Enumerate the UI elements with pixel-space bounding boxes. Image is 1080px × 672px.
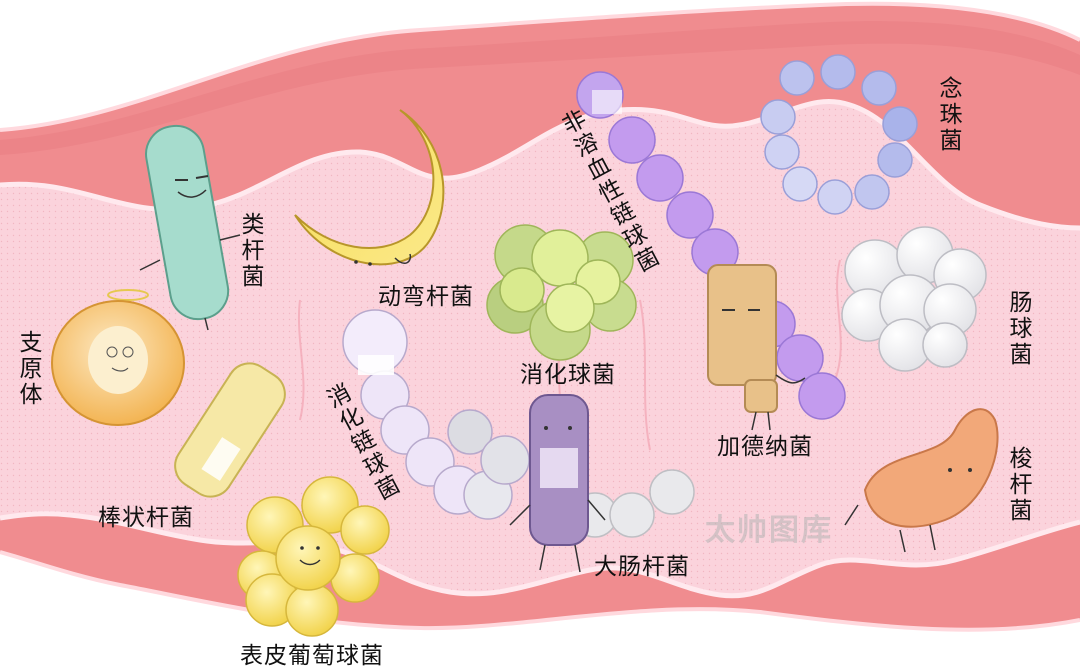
mycoplasma	[51, 289, 185, 426]
chain-face	[592, 90, 622, 114]
wall-top-edge	[0, 1, 1080, 132]
label-peptococcus: 消化球菌	[520, 362, 616, 388]
label-staph-epidermidis: 表皮葡萄球菌	[240, 643, 384, 669]
label-gardnerella: 加德纳菌	[717, 434, 813, 460]
label-candida: 念珠菌	[935, 76, 961, 154]
lavender-chain	[342, 309, 530, 520]
bacteroides	[139, 124, 241, 331]
label-fusobacterium: 梭杆菌	[1005, 446, 1031, 524]
label-ecoli: 大肠杆菌	[594, 554, 690, 580]
label-mobiluncus: 动弯杆菌	[378, 284, 474, 310]
staph-cluster	[237, 476, 390, 637]
label-corynebacterium: 棒状杆菌	[98, 505, 194, 531]
lining-bottom	[0, 511, 1080, 599]
white-cluster	[841, 226, 987, 372]
chain-face-2	[358, 355, 394, 375]
label-bacteroides: 类杆菌	[237, 212, 263, 290]
mobiluncus	[294, 109, 445, 266]
candida-ring	[760, 54, 918, 215]
wall-bottom-edge	[0, 550, 1080, 632]
corynebacterium	[174, 362, 286, 498]
gardnerella-body	[707, 264, 806, 431]
watermark: 太帅图库	[705, 513, 833, 548]
label-enterococcus: 肠球菌	[1005, 290, 1031, 368]
fusobacterium	[844, 408, 999, 553]
label-mycoplasma: 支原体	[15, 330, 41, 408]
green-cluster	[486, 224, 637, 361]
ecoli	[509, 394, 606, 573]
wall-band-top	[0, 21, 1080, 155]
